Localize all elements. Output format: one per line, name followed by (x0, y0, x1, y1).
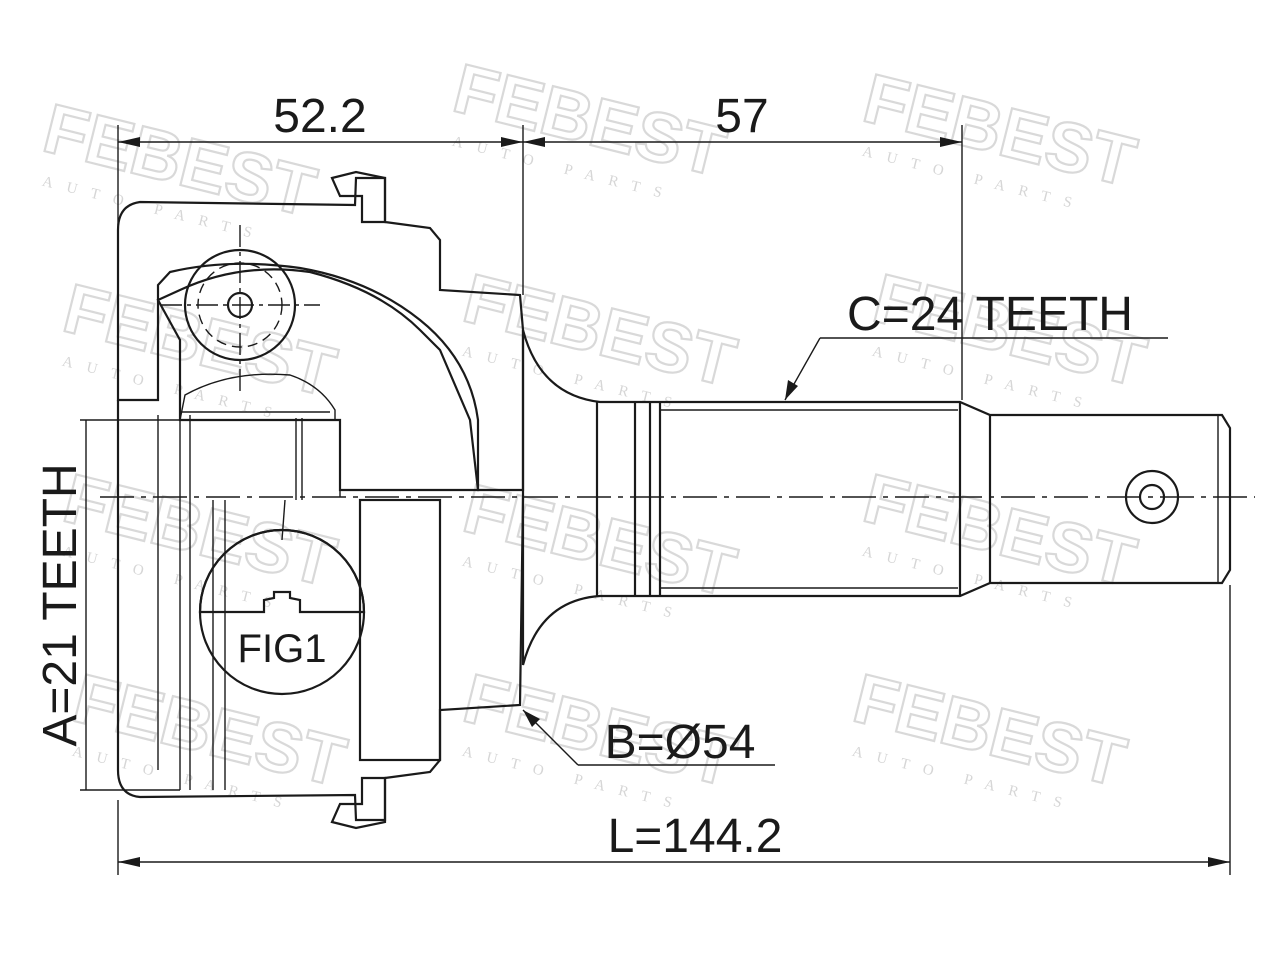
dim-outer-spline: C=24 TEETH (847, 288, 1133, 341)
dim-bell-length: 52.2 (273, 90, 366, 143)
cotter-hole-inner (1138, 483, 1166, 511)
dim-inner-spline: A=21 TEETH (34, 463, 87, 746)
boot-lip-upper (330, 170, 387, 224)
housing-lower-outline (116, 400, 525, 822)
bearing-cage (179, 373, 336, 421)
dim-total-length: L=144.2 (608, 810, 783, 863)
housing-cavity (156, 268, 480, 492)
cotter-hole (1124, 469, 1180, 525)
watermark-layer: FEBEST AUTO PARTS FEBEST AUTO PARTS FEBE… (35, 48, 1154, 815)
dimension-lines (80, 125, 1231, 875)
dim-outer-diameter: B=Ø54 (605, 716, 756, 769)
housing-step (358, 498, 442, 762)
fig1-label: FIG1 (238, 627, 327, 671)
dim-shaft-length: 57 (715, 90, 768, 143)
ball-bearing (160, 225, 320, 392)
fig1-detail: FIG1 (198, 528, 366, 696)
cv-housing (116, 170, 525, 830)
boot-lip-lower (330, 776, 387, 830)
output-shaft (521, 329, 1232, 666)
inner-spline (281, 418, 303, 541)
